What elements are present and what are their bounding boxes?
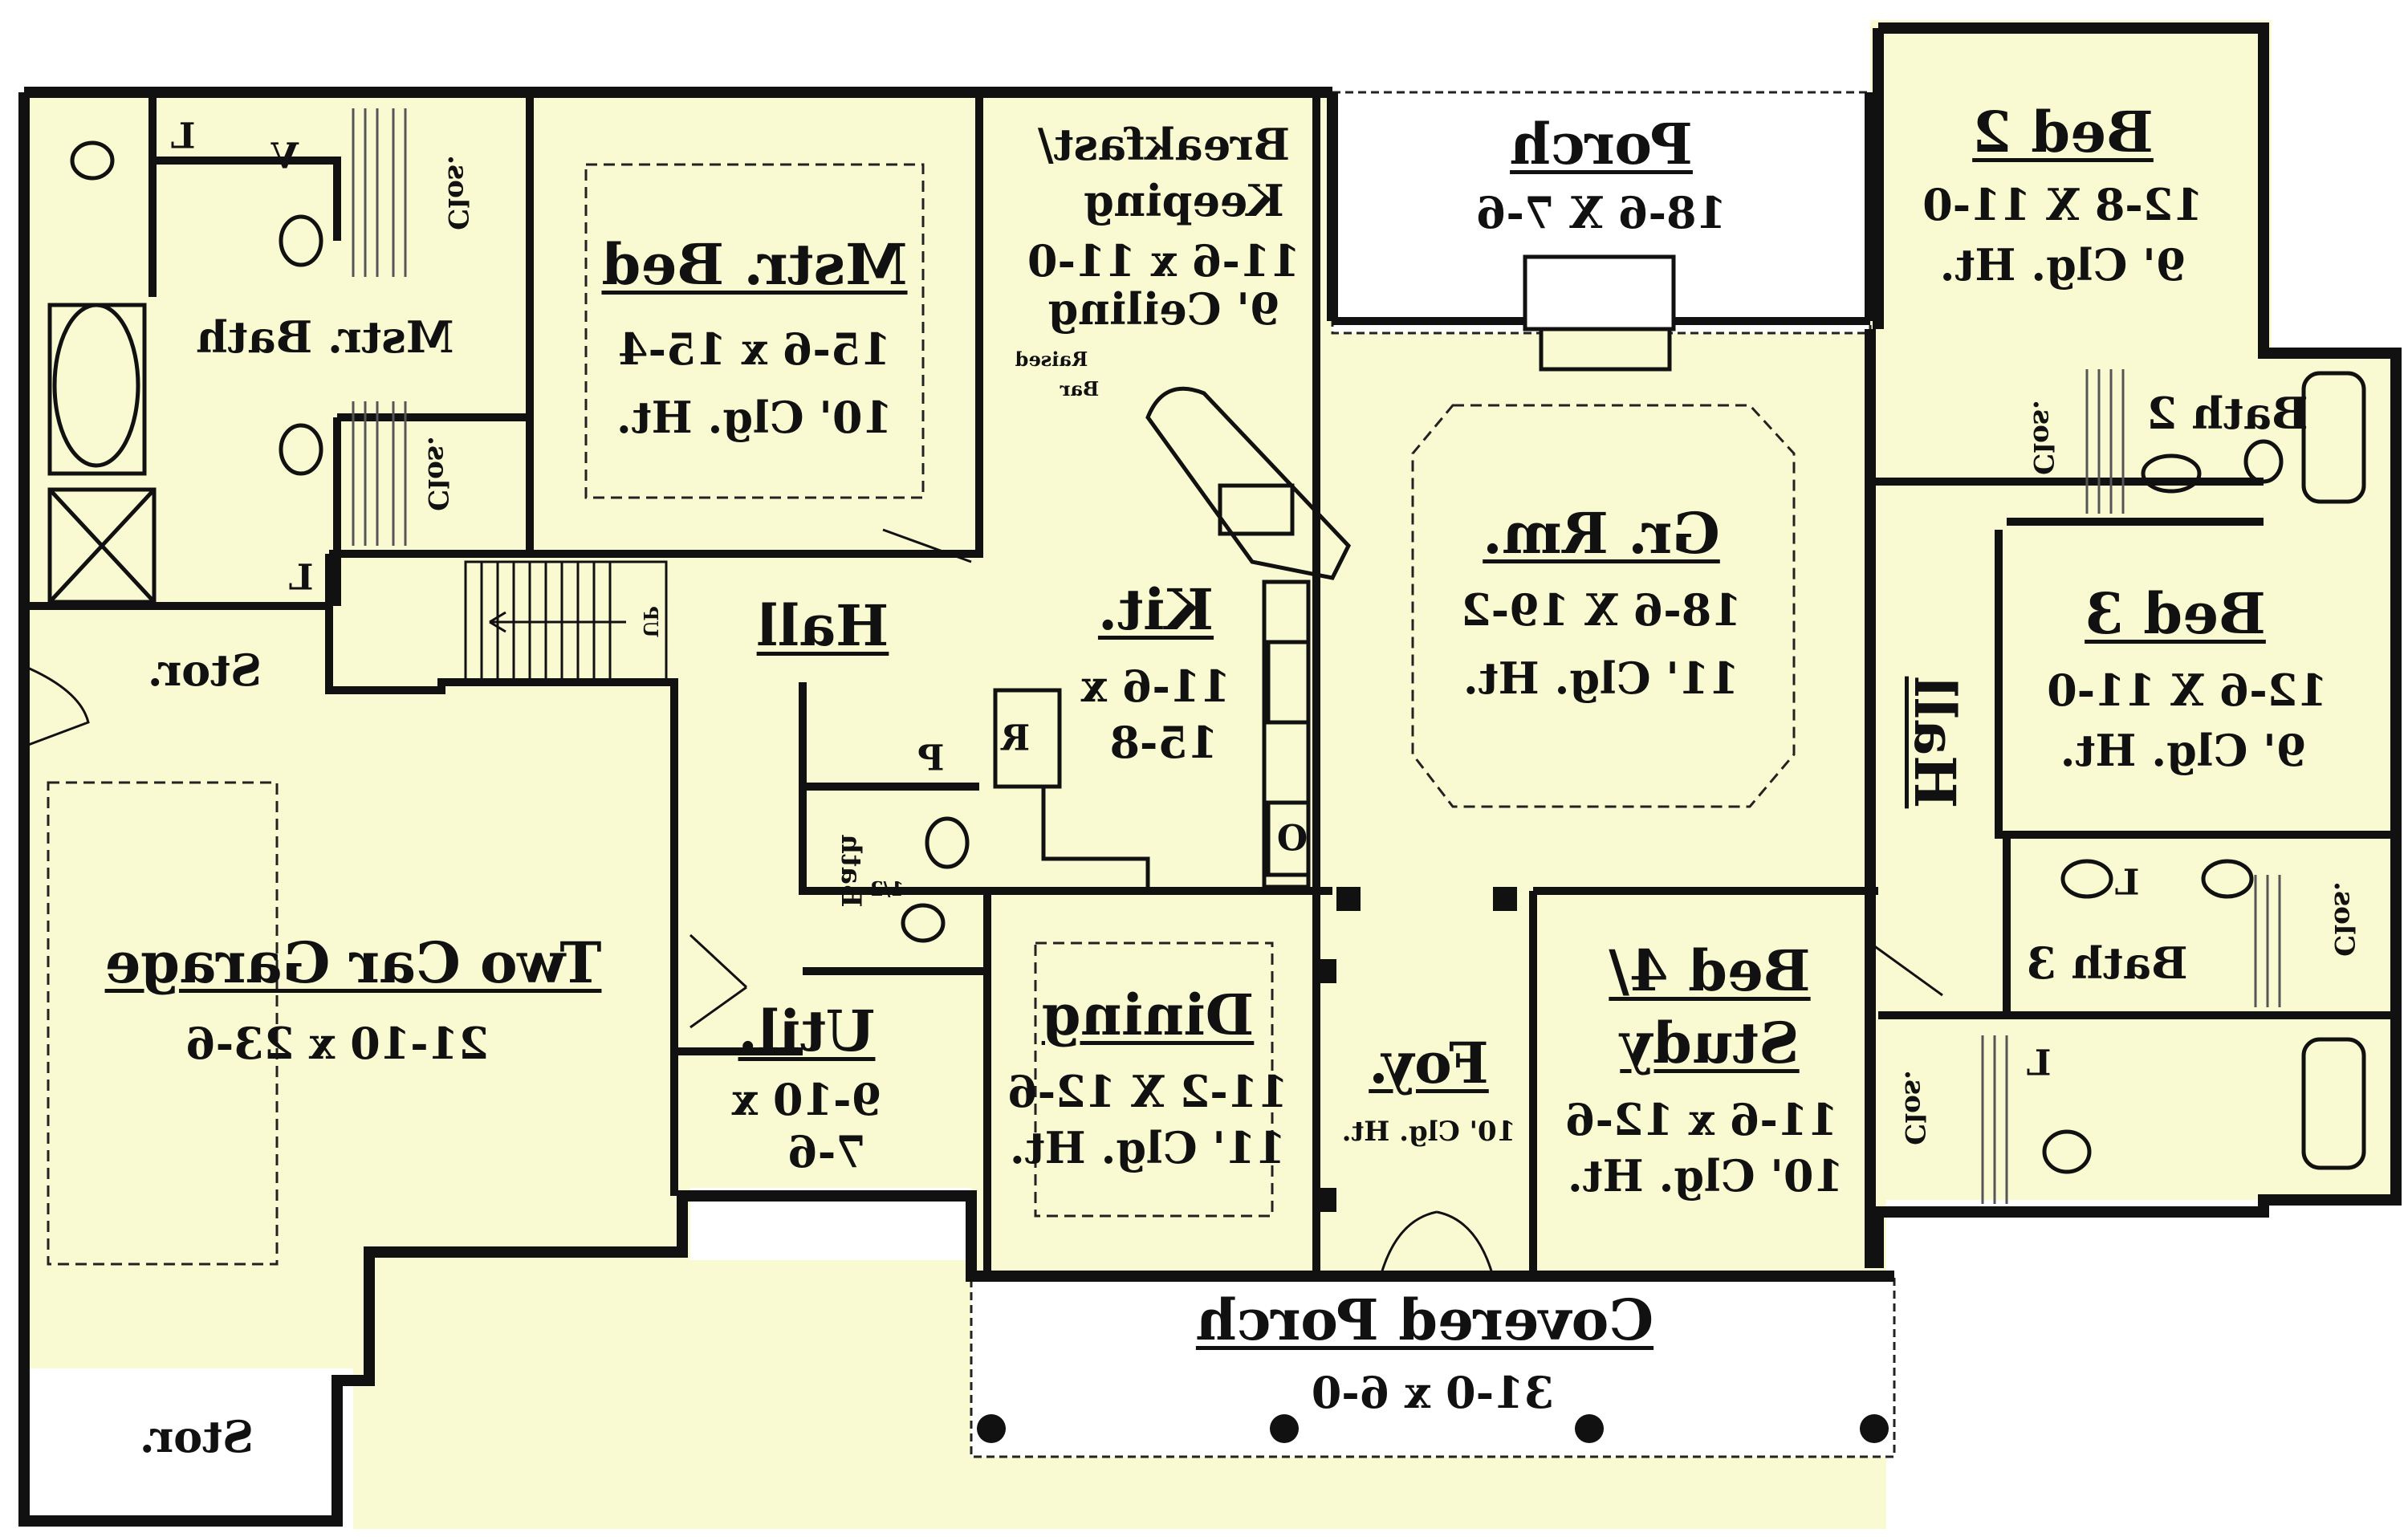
bed2-dim: 12-8 X 11-0 xyxy=(1922,179,2203,230)
linen-closet-marker-4: L xyxy=(2026,1043,2052,1084)
bath3-name: Bath 3 xyxy=(2026,937,2188,989)
rear-porch-name: Porch xyxy=(1510,111,1693,177)
linen-closet-marker-3: L xyxy=(2114,862,2140,904)
half-bath-sub: 1/2 xyxy=(869,877,905,901)
covered-porch-name: Covered Porch xyxy=(1195,1287,1654,1353)
kitchen-counters xyxy=(993,386,1352,891)
dining-clg: 11' Clg. Ht. xyxy=(1009,1122,1287,1173)
closet-label-4: Clos. xyxy=(2328,881,2360,957)
stairs xyxy=(464,560,668,684)
breakfast-name-2: Keeping xyxy=(1084,175,1284,226)
bed3-clg: 9' Clg. Ht. xyxy=(2060,725,2307,776)
master-bed-name: Mstr. Bed xyxy=(601,231,908,298)
master-bed-dim: 15-6 x 15-4 xyxy=(617,323,892,375)
kitchen-name: Kit. xyxy=(1097,576,1214,643)
dining-name: Dining xyxy=(1041,982,1255,1048)
linen-closet-marker: L xyxy=(170,116,196,157)
porch-columns xyxy=(977,887,1889,1443)
oven-marker: O xyxy=(1276,818,1308,860)
exterior-walls xyxy=(18,22,2402,1527)
master-bath-name: Mstr. Bath xyxy=(196,311,454,363)
rear-porch-dim: 18-6 X 7-6 xyxy=(1475,187,1727,238)
closet-label-1: Clos. xyxy=(441,155,474,230)
covered-porch-dim: 31-0 x 6-0 xyxy=(1311,1367,1555,1418)
bed4-dim: 11-6 x 12-6 xyxy=(1564,1094,1839,1145)
linen-closet-marker-2: L xyxy=(288,557,314,599)
bed3-dim: 12-6 X 11-0 xyxy=(2047,665,2328,716)
great-room-name: Gr. Rm. xyxy=(1483,500,1720,567)
stair-up-marker: UP xyxy=(639,606,662,638)
half-bath-name: Bath xyxy=(835,834,867,908)
bath2-name: Bath 2 xyxy=(2146,388,2308,439)
hall-right-name: Hall xyxy=(1902,676,1968,809)
closet-label-2: Clos. xyxy=(421,436,454,511)
kitchen-dim-2: 15-8 xyxy=(1109,717,1218,768)
breakfast-name-1: Breakfast/ xyxy=(1037,119,1291,170)
utility-dim-2: 7-6 xyxy=(787,1126,866,1177)
fireplace xyxy=(1523,254,1676,372)
great-room-dim: 18-6 X 19-2 xyxy=(1461,584,1742,636)
utility-name: Util. xyxy=(738,998,876,1064)
bed4-name-2: Study xyxy=(1620,1010,1800,1076)
vanity-marker: V xyxy=(270,136,299,177)
foyer-clg: 10' Clg. Ht. xyxy=(1341,1116,1516,1148)
master-bed-clg: 10' Clg. Ht. xyxy=(616,392,893,443)
great-room-clg: 11' Clg. Ht. xyxy=(1462,653,1740,704)
bed4-name-1: Bed 4/ xyxy=(1609,937,1811,1004)
storage-bottom-name: Stor. xyxy=(139,1411,254,1462)
bath-fixtures xyxy=(47,140,2366,1174)
foyer-name: Foy. xyxy=(1369,1030,1489,1096)
kitchen-dim-1: 11-6 x xyxy=(1080,661,1231,712)
raised-bar-line2: Bar xyxy=(1060,377,1100,401)
garage-dim: 21-10 x 23-6 xyxy=(185,1018,489,1069)
utility-dim-1: 9-10 x xyxy=(731,1074,882,1125)
ceiling-outlines xyxy=(47,163,1796,1266)
hall-left-name: Hall xyxy=(756,592,889,659)
bed2-name: Bed 2 xyxy=(1972,99,2154,165)
bed4-clg: 10' Clg. Ht. xyxy=(1567,1150,1845,1202)
pantry-marker: P xyxy=(917,738,945,779)
door-swings xyxy=(23,528,1943,1277)
bed2-clg: 9' Clg. Ht. xyxy=(1939,239,2186,291)
storage-top-name: Stor. xyxy=(147,644,262,696)
breakfast-clg: 9' Ceiling xyxy=(1047,283,1280,335)
refrigerator-marker: R xyxy=(1000,718,1031,759)
closet-label-3: Clos. xyxy=(2027,400,2059,475)
dining-dim: 11-2 X 12-6 xyxy=(1007,1066,1288,1117)
bed3-name: Bed 3 xyxy=(2085,580,2266,647)
breakfast-dim: 11-6 x 11-0 xyxy=(1027,235,1301,287)
closet-hatching xyxy=(352,108,2281,1204)
raised-bar-line1: Raised xyxy=(1015,348,1088,371)
garage-name: Two Car Garage xyxy=(104,929,602,996)
closet-label-5: Clos. xyxy=(1898,1070,1930,1145)
